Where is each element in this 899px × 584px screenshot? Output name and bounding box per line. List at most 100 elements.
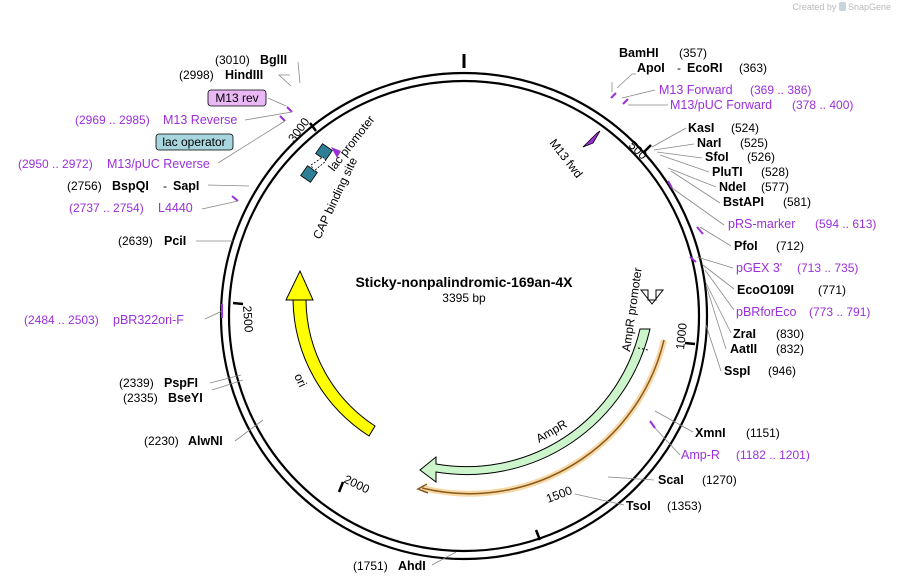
primer-name[interactable]: pBR322ori-F xyxy=(113,313,184,327)
tick-1000-mark xyxy=(684,341,696,346)
tick-2500-mark xyxy=(232,301,244,306)
enzyme-pos: (363) xyxy=(739,61,767,75)
enzyme-name[interactable]: BstAPI xyxy=(723,195,764,209)
ampr-promoter-arrow[interactable] xyxy=(639,289,665,305)
primer-name[interactable]: M13 Reverse xyxy=(163,113,237,127)
enzyme-name[interactable]: PluTI xyxy=(712,165,743,179)
m13-rev-box-label: M13 rev xyxy=(215,91,258,105)
enzyme-name[interactable]: TsoI xyxy=(626,499,651,513)
enzyme-pos: (946) xyxy=(768,364,796,378)
tick-500-mark xyxy=(643,144,652,153)
enzyme-pos: (1151) xyxy=(746,426,780,440)
credit-brand: SnapGene xyxy=(847,2,891,12)
primer-name[interactable]: pGEX 3' xyxy=(736,261,782,275)
lac-operator-box-label: lac operator xyxy=(162,135,225,149)
primer-mark-l4440 xyxy=(231,195,239,202)
enzyme-pos: (1353) xyxy=(667,499,702,513)
enzyme-name[interactable]: SfoI xyxy=(705,150,729,164)
primer-mark-pgex xyxy=(696,226,704,235)
tick-1500-label: 1500 xyxy=(544,483,574,506)
enzyme-name[interactable]: BseYI xyxy=(168,391,203,405)
primer-range: (2484 .. 2503) xyxy=(24,313,99,327)
enzyme-name[interactable]: BglII xyxy=(260,53,287,67)
primer-mark-pbr xyxy=(689,256,697,263)
m13-rev-box[interactable] xyxy=(207,89,267,107)
plasmid-name: Sticky-nonpalindromic-169an-4X xyxy=(355,274,573,290)
enzyme-name[interactable]: PfoI xyxy=(734,239,758,253)
snapgene-credit: Created by SnapGene xyxy=(792,2,891,12)
enzyme-labels: BamHI (357) ApoI - EcoRI (363) KasI (524… xyxy=(67,46,846,573)
enzyme-name[interactable]: NdeI xyxy=(719,180,746,194)
lac-promoter-block[interactable] xyxy=(315,143,333,161)
primer-range: (2969 .. 2985) xyxy=(75,113,150,127)
primer-name[interactable]: Amp-R xyxy=(681,448,720,462)
primer-range: (2950 .. 2972) xyxy=(18,157,93,171)
primer-name[interactable]: pRS-marker xyxy=(728,217,795,231)
enzyme-pos: (525) xyxy=(740,136,768,150)
plasmid-size: 3395 bp xyxy=(442,291,486,305)
primer-name[interactable]: M13/pUC Reverse xyxy=(107,157,210,171)
primer-mark-ampr xyxy=(649,420,656,429)
primer-name[interactable]: L4440 xyxy=(158,201,193,215)
primer-name[interactable]: M13 Forward xyxy=(659,83,733,97)
enzyme-pos: (2998) xyxy=(179,68,214,82)
lac-operator-block[interactable] xyxy=(310,156,327,172)
m13-fwd-label: M13 fwd xyxy=(547,136,586,180)
enzyme-name[interactable]: NarI xyxy=(697,136,721,150)
enzyme-name-2[interactable]: SapI xyxy=(173,179,199,193)
orf-strand xyxy=(421,339,665,495)
ori-feature-body[interactable] xyxy=(292,299,376,437)
primer-name[interactable]: M13/pUC Forward xyxy=(670,98,772,112)
primer-range: (713 .. 735) xyxy=(797,261,858,275)
enzyme-name-2[interactable]: EcoRI xyxy=(687,61,722,75)
enzyme-sep: - xyxy=(163,179,167,193)
credit-prefix: Created by xyxy=(792,2,837,12)
enzyme-name[interactable]: XmnI xyxy=(695,426,726,440)
primer-mark-m13fwd xyxy=(610,92,617,99)
enzyme-name[interactable]: ApoI xyxy=(637,61,665,75)
enzyme-name[interactable]: BamHI xyxy=(619,46,659,60)
enzyme-name[interactable]: PciI xyxy=(164,234,186,248)
enzyme-name[interactable]: AatII xyxy=(730,342,757,356)
primer-range: (594 .. 613) xyxy=(815,217,876,231)
primer-range: (369 .. 386) xyxy=(750,83,811,97)
ampr-feature[interactable] xyxy=(419,328,651,483)
tick-1000-label: 1000 xyxy=(673,322,690,350)
primer-name[interactable]: pBRforEco xyxy=(736,305,796,319)
enzyme-name[interactable]: BspQI xyxy=(112,179,149,193)
enzyme-name[interactable]: HindIII xyxy=(225,68,263,82)
lac-operator-box[interactable] xyxy=(155,133,234,151)
enzyme-name[interactable]: AlwNI xyxy=(188,434,223,448)
tick-1500-mark xyxy=(534,529,542,541)
enzyme-name[interactable]: ZraI xyxy=(733,327,756,341)
primer-range: (773 .. 791) xyxy=(809,305,870,319)
tick-2000-mark xyxy=(337,481,345,493)
enzyme-sep: - xyxy=(677,61,681,75)
enzyme-pos: (1751) xyxy=(353,559,388,573)
primer-mark-m13pucfwd xyxy=(622,98,629,105)
tick-500-label: 500 xyxy=(626,138,650,162)
enzyme-name[interactable]: PspFI xyxy=(164,376,198,390)
enzyme-pos: (528) xyxy=(761,165,789,179)
enzyme-pos: (2756) xyxy=(67,179,102,193)
tick-2500-label: 2500 xyxy=(240,305,256,333)
enzyme-pos: (3010) xyxy=(215,53,250,67)
primer-range: (2737 .. 2754) xyxy=(69,201,144,215)
primer-mark-prs xyxy=(667,180,673,189)
tick-2000-label: 2000 xyxy=(342,472,372,496)
enzyme-pos: (581) xyxy=(783,195,811,209)
enzyme-pos: (2639) xyxy=(118,234,153,248)
m13-fwd-icon[interactable] xyxy=(582,130,601,148)
enzyme-name[interactable]: ScaI xyxy=(658,473,684,487)
enzyme-pos: (712) xyxy=(776,239,804,253)
enzyme-pos: (2230) xyxy=(144,434,179,448)
ori-label: ori xyxy=(291,371,309,389)
ori-feature-arrowhead[interactable] xyxy=(285,269,314,301)
enzyme-name[interactable]: SspI xyxy=(724,364,750,378)
m13-rev-marker[interactable] xyxy=(331,147,341,158)
enzyme-name[interactable]: AhdI xyxy=(398,559,426,573)
enzyme-name[interactable]: EcoO109I xyxy=(737,283,794,297)
enzyme-name[interactable]: KasI xyxy=(688,121,714,135)
leader-lines xyxy=(196,61,735,566)
